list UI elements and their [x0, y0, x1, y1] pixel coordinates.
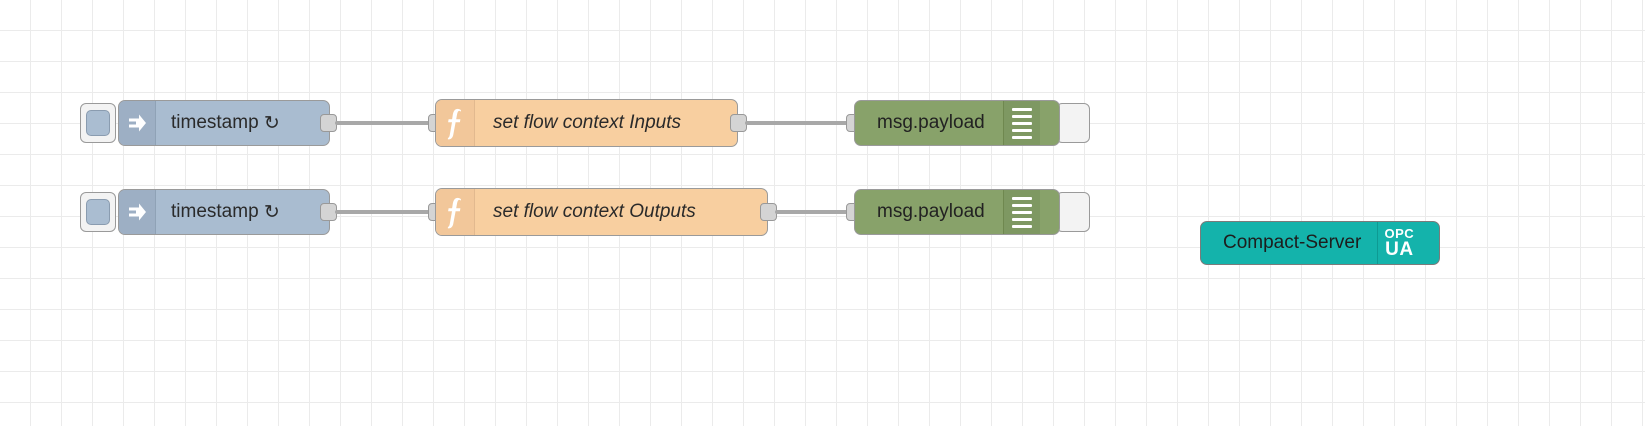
wire-inject1-to-function1: [335, 121, 435, 125]
inject-repeat-icon: ↻: [263, 201, 280, 223]
inject-arrow-icon: [119, 190, 156, 234]
wire-inject2-to-function2: [335, 210, 435, 214]
opc-ua-icon: OPC UA: [1377, 222, 1421, 264]
debug-node-2[interactable]: msg.payload: [854, 189, 1060, 235]
opc-ua-icon-line2: UA: [1385, 239, 1414, 260]
inject-trigger-button[interactable]: [80, 103, 116, 143]
debug-node-2-label: msg.payload: [877, 201, 985, 222]
function-f-icon: [436, 189, 475, 235]
inject-trigger-button-2[interactable]: [80, 192, 116, 232]
inject-trigger-button-inner: [86, 110, 110, 136]
inject-node-1[interactable]: timestamp ↻: [118, 100, 330, 146]
inject-node-2[interactable]: timestamp ↻: [118, 189, 330, 235]
function-node-1[interactable]: set flow context Inputs: [435, 99, 738, 147]
wire-function2-to-debug2: [775, 210, 855, 214]
debug-enable-toggle-1[interactable]: [1056, 103, 1090, 143]
inject-trigger-button-2-inner: [86, 199, 110, 225]
inject-repeat-icon: ↻: [263, 112, 280, 134]
function-f-icon: [436, 100, 475, 146]
function-node-2[interactable]: set flow context Outputs: [435, 188, 768, 236]
debug-bars-icon: [1002, 190, 1040, 234]
function-node-2-label: set flow context Outputs: [493, 201, 696, 222]
inject-node-2-label: timestamp ↻: [171, 201, 280, 223]
inject-node-1-label: timestamp ↻: [171, 112, 280, 134]
debug-node-1[interactable]: msg.payload: [854, 100, 1060, 146]
function-node-1-label: set flow context Inputs: [493, 112, 681, 133]
opc-ua-icon-line1: OPC: [1384, 226, 1415, 241]
debug-enable-toggle-2[interactable]: [1056, 192, 1090, 232]
debug-node-1-label: msg.payload: [877, 112, 985, 133]
opcua-server-label: Compact-Server: [1223, 232, 1362, 253]
wire-function1-to-debug1: [745, 121, 855, 125]
inject-arrow-icon: [119, 101, 156, 145]
debug-bars-icon: [1002, 101, 1040, 145]
opcua-server-node[interactable]: Compact-Server OPC UA: [1200, 221, 1440, 265]
